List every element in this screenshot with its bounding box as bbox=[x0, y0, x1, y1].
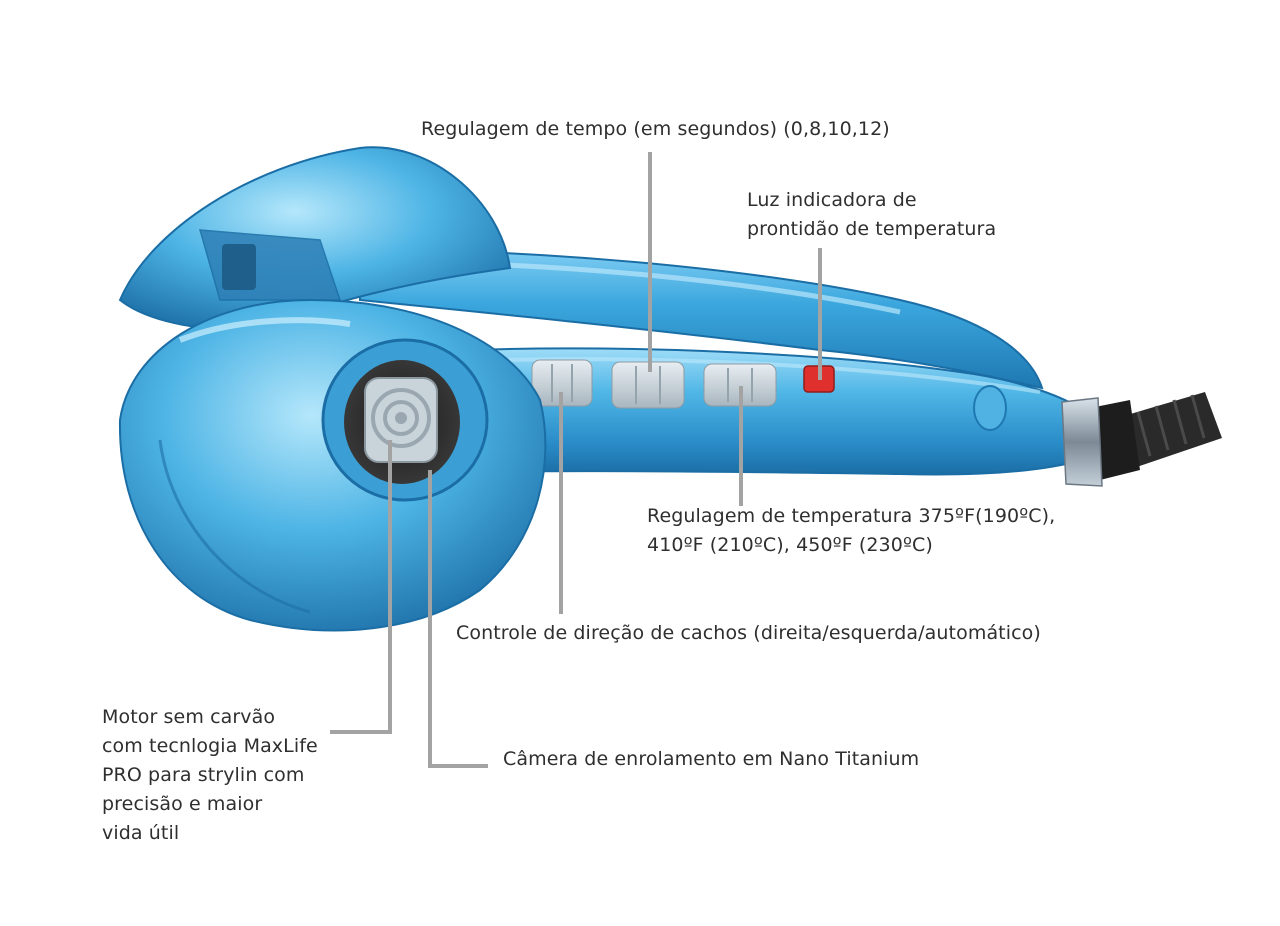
leader-motor bbox=[330, 440, 392, 734]
leader-lines bbox=[330, 152, 822, 768]
callout-line: Regulagem de tempo (em segundos) (0,8,10… bbox=[421, 118, 890, 140]
callout-line: com tecnlogia MaxLife bbox=[102, 735, 318, 757]
upper-arm bbox=[359, 248, 1044, 390]
power-cord bbox=[1090, 392, 1222, 480]
callout-line: 410ºF (210ºC), 450ºF (230ºC) bbox=[647, 534, 933, 556]
callout-line: precisão e maior bbox=[102, 793, 263, 815]
callout-line: vida útil bbox=[102, 822, 180, 844]
callout-line: Câmera de enrolamento em Nano Titanium bbox=[503, 748, 920, 770]
callout-chamber: Câmera de enrolamento em Nano Titanium bbox=[503, 745, 919, 774]
callout-temperature-light: Luz indicadora de prontidão de temperatur… bbox=[747, 186, 996, 244]
curling-dome bbox=[118, 298, 547, 632]
callout-curl-direction: Controle de direção de cachos (direita/e… bbox=[456, 619, 1041, 648]
callout-time: Regulagem de tempo (em segundos) (0,8,10… bbox=[421, 115, 890, 144]
curling-chamber bbox=[321, 338, 489, 502]
callout-temperature-settings: Regulagem de temperatura 375ºF(190ºC), 41… bbox=[647, 502, 1055, 560]
callout-line: Luz indicadora de bbox=[747, 189, 917, 211]
callout-line: PRO para strylin com bbox=[102, 764, 305, 786]
callout-line: Controle de direção de cachos (direita/e… bbox=[456, 622, 1041, 644]
temperature-buttons[interactable] bbox=[703, 363, 777, 407]
metal-ring bbox=[1061, 397, 1103, 487]
leader-chamber bbox=[428, 470, 488, 768]
callout-line: Regulagem de temperatura 375ºF(190ºC), bbox=[647, 505, 1056, 527]
callout-line: Motor sem carvão bbox=[102, 706, 276, 728]
callout-line: prontidão de temperatura bbox=[747, 218, 997, 240]
